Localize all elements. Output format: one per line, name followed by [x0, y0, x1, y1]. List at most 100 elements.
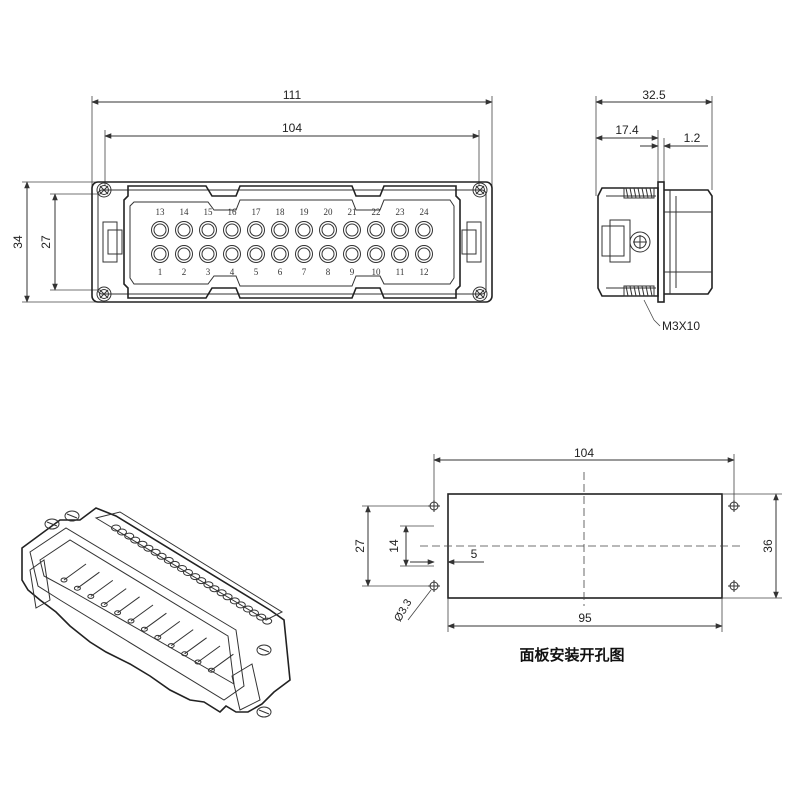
isometric-pin	[170, 629, 194, 647]
cutout-height-label: 36	[761, 539, 775, 553]
contact-hole	[367, 221, 385, 239]
hole-diameter-label: Ø3.3	[392, 597, 414, 624]
isometric-pin-tip	[114, 610, 122, 616]
dimension-cutout-height: 36	[722, 493, 782, 599]
isometric-contact-holes	[111, 524, 273, 625]
inner-height-label: 27	[39, 235, 53, 249]
contact-pin	[225, 223, 239, 237]
isometric-hole	[243, 605, 253, 613]
contact-hole	[343, 221, 361, 239]
isometric-view	[21, 507, 291, 718]
dimension-overall-depth: 32.5	[595, 88, 713, 196]
pin-number-label: 16	[228, 207, 238, 217]
contact-hole	[319, 221, 337, 239]
isometric-hole	[137, 540, 148, 548]
pin-number-label: 10	[372, 267, 382, 277]
mounting-screw-icon	[472, 286, 488, 302]
flange-thickness-label: 1.2	[684, 131, 701, 145]
flange-position-label: 17.4	[615, 123, 639, 137]
dimension-hole-spacing: 104	[433, 446, 735, 506]
dimension-half-height: 14	[387, 525, 434, 567]
contact-pin	[369, 247, 383, 261]
isometric-pin-tip	[167, 643, 175, 649]
contact-hole	[295, 221, 313, 239]
mounting-hole-icon	[728, 500, 740, 512]
isometric-pin	[77, 571, 100, 589]
contact-pin	[321, 223, 335, 237]
isometric-hole	[209, 585, 220, 593]
overall-width-label: 111	[283, 88, 302, 102]
contact-pin	[369, 223, 383, 237]
pin-number-label: 12	[420, 267, 429, 277]
pin-number-label: 18	[276, 207, 286, 217]
isometric-contact-pins	[60, 563, 234, 673]
pin-number-label: 9	[350, 267, 355, 277]
pin-number-label: 21	[348, 207, 357, 217]
isometric-pin-tip	[60, 577, 68, 583]
contact-pin	[201, 247, 215, 261]
isometric-pin-tip	[181, 651, 189, 657]
contact-pin	[345, 223, 359, 237]
pin-number-label: 7	[302, 267, 307, 277]
contact-pin	[153, 223, 167, 237]
contact-pin	[249, 223, 263, 237]
isometric-pin-tip	[73, 585, 81, 591]
connector-side-profile	[597, 181, 713, 303]
pin-number-label: 22	[372, 207, 381, 217]
mounting-screw-icon	[256, 644, 272, 656]
contact-hole	[223, 221, 241, 239]
dimension-hole-vertical: 27	[353, 505, 428, 587]
isometric-pin	[211, 653, 234, 671]
isometric-pin	[157, 620, 181, 638]
dimension-overall-width: 111	[91, 88, 493, 186]
pin-number-label: 13	[156, 207, 166, 217]
pin-number-label: 1	[158, 267, 163, 277]
contact-pin	[393, 247, 407, 261]
contact-pin	[177, 247, 191, 261]
isometric-hole	[117, 528, 127, 536]
pin-number-label: 23	[396, 207, 406, 217]
screw-callout-label: M3X10	[662, 319, 700, 333]
pin-number-label: 14	[180, 207, 190, 217]
contact-pin	[417, 247, 431, 261]
inner-width-label: 104	[282, 121, 302, 135]
overall-depth-label: 32.5	[642, 88, 666, 102]
offset-label: 5	[471, 547, 478, 561]
isometric-hole	[229, 597, 240, 605]
dimension-inner-width: 104	[104, 121, 480, 186]
contact-hole	[415, 221, 433, 239]
isometric-pin	[103, 588, 127, 606]
isometric-hole	[111, 524, 121, 532]
isometric-hole	[130, 536, 141, 544]
dimension-cutout-width: 95	[447, 598, 723, 632]
dimension-overall-height: 34	[11, 181, 96, 303]
isometric-pin	[130, 604, 154, 622]
isometric-hole	[169, 560, 180, 568]
half-height-label: 14	[387, 539, 401, 553]
contact-hole	[415, 245, 433, 263]
overall-height-label: 34	[11, 235, 25, 249]
cutout-rectangle	[447, 493, 723, 599]
isometric-pin-tip	[194, 659, 202, 665]
isometric-hole	[256, 613, 267, 621]
hole-vertical-label: 27	[353, 539, 367, 553]
dimension-flange-position: 17.4	[595, 123, 659, 190]
mounting-screw-icon	[472, 182, 488, 198]
contact-hole	[199, 245, 217, 263]
contact-hole	[175, 221, 193, 239]
isometric-hole	[177, 565, 187, 572]
contact-hole	[151, 221, 169, 239]
dimension-inner-height: 27	[39, 193, 100, 291]
isometric-hole	[190, 573, 201, 581]
cutout-caption: 面板安装开孔图	[519, 646, 624, 664]
isometric-pin-tip	[87, 593, 95, 599]
isometric-pin	[184, 637, 207, 655]
contact-pin	[249, 247, 263, 261]
isometric-hole	[203, 581, 214, 589]
contact-hole	[367, 245, 385, 263]
pin-number-label: 2	[182, 267, 187, 277]
isometric-hole	[262, 617, 273, 625]
contact-pin	[321, 247, 335, 261]
contact-hole	[247, 221, 265, 239]
hole-spacing-label: 104	[574, 446, 594, 460]
